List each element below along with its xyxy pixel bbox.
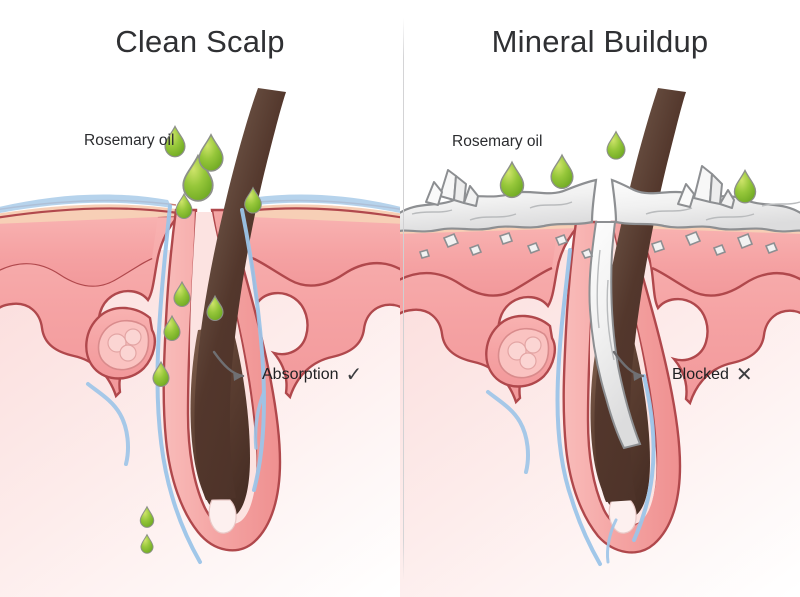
oil-droplet-icon <box>499 160 525 199</box>
panel-title-clean-scalp: Clean Scalp <box>115 24 285 59</box>
panel-divider <box>403 18 405 580</box>
callout-blocked: Blocked ✕ <box>672 365 753 385</box>
capillary-left <box>555 248 602 566</box>
oil-droplets-above-skin <box>499 130 757 204</box>
oil-droplet-icon <box>182 153 214 202</box>
dermis-boundary-left <box>400 266 553 297</box>
oil-droplet-icon <box>733 169 757 204</box>
mineral-crystal-icon <box>425 169 479 207</box>
oil-droplet-icon <box>206 294 224 322</box>
mineral-plug <box>588 221 642 450</box>
oil-droplet-icon <box>164 124 186 158</box>
capillary-gland <box>86 382 130 466</box>
mineral-flakes <box>418 230 779 259</box>
oil-droplet-icon <box>244 186 262 214</box>
mineral-crystal-icon <box>677 165 735 209</box>
x-mark-icon: ✕ <box>735 364 753 386</box>
oil-droplet-icon <box>198 133 224 172</box>
clean-scalp-artwork <box>0 88 400 597</box>
capillary-right <box>240 208 266 492</box>
curved-arrow-icon <box>612 350 645 381</box>
oil-droplet-icon <box>606 130 626 160</box>
panel-clean-scalp: Clean Scalp Rosemary oil Absorption ✓ <box>0 24 400 597</box>
oil-droplet-icon <box>173 280 191 308</box>
dermal-papilla <box>608 499 637 534</box>
mineral-buildup-artwork <box>400 88 800 597</box>
oil-droplet-icon <box>163 314 181 342</box>
hair-shaft <box>194 88 286 500</box>
dermis-boundary-right <box>251 256 400 287</box>
oil-droplets-in-follicle <box>152 280 224 388</box>
oil-droplet-icon <box>139 505 155 528</box>
surface-film-left <box>0 194 172 214</box>
oil-label-right: Rosemary oil <box>452 133 543 150</box>
mineral-deposit-layer <box>400 165 800 450</box>
oil-label-left: Rosemary oil <box>84 132 175 149</box>
callout-absorption: Absorption ✓ <box>262 365 362 385</box>
oil-droplets-at-bulb <box>139 505 155 554</box>
dermal-papilla <box>208 499 237 534</box>
callout-absorption-text: Absorption <box>262 366 339 383</box>
panel-mineral-buildup: Mineral Buildup Rosemary oil Blocked ✕ <box>400 0 800 597</box>
oil-droplets-above-skin <box>164 124 262 220</box>
checkmark-icon: ✓ <box>345 364 363 386</box>
dermis-boundary-right <box>651 266 800 297</box>
surface-film-right <box>234 194 400 214</box>
callout-blocked-text: Blocked <box>672 366 729 383</box>
capillary-gland <box>486 390 530 474</box>
oil-droplet-icon <box>152 360 170 388</box>
oil-droplet-icon <box>175 192 193 220</box>
capillary-left <box>155 204 202 564</box>
panel-title-mineral-buildup: Mineral Buildup <box>491 24 709 59</box>
capillary-right <box>632 374 656 542</box>
oil-droplet-icon <box>140 533 154 554</box>
oil-droplet-icon <box>550 153 574 190</box>
curved-arrow-icon <box>212 350 245 381</box>
